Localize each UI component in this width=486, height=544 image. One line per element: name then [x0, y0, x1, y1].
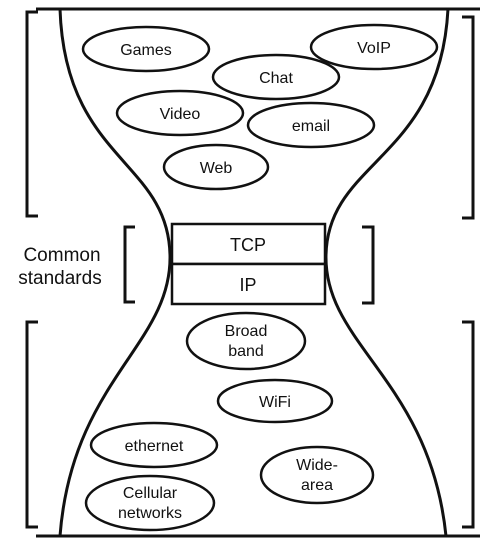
widearea-ellipse — [259, 445, 375, 505]
cellular-label-line1: Cellular — [123, 485, 178, 502]
video-ellipse — [115, 89, 245, 137]
wifi-label: WiFi — [259, 394, 291, 411]
voip-label: VoIP — [357, 40, 391, 57]
left-lower-bracket — [25, 320, 38, 529]
cellular-label-line2: networks — [118, 505, 182, 522]
video-label: Video — [160, 106, 201, 123]
web-ellipse — [162, 143, 270, 191]
games-ellipse — [81, 25, 211, 73]
broadband-label-line1: Broad — [225, 323, 268, 340]
chat-ellipse — [211, 53, 341, 101]
right-upper-bracket — [462, 15, 475, 220]
right-middle-bracket — [362, 225, 375, 305]
ethernet-ellipse — [89, 421, 219, 469]
broadband-ellipse — [185, 311, 307, 371]
cellular-ellipse — [84, 474, 216, 532]
ip-box — [170, 262, 327, 306]
email-ellipse — [246, 101, 376, 149]
left-upper-bracket — [25, 10, 38, 218]
wifi-ellipse — [216, 378, 334, 424]
hourglass-left-outline — [58, 8, 172, 537]
widearea-label-line1: Wide- — [296, 457, 338, 474]
ip-label: IP — [239, 275, 256, 295]
games-label: Games — [120, 42, 172, 59]
widearea-label-line2: area — [301, 477, 333, 494]
broadband-label-line2: band — [228, 343, 264, 360]
left-middle-bracket — [123, 225, 135, 304]
common-standards-label-line1: Common — [23, 245, 100, 266]
chat-label: Chat — [259, 70, 293, 87]
voip-ellipse — [309, 23, 439, 71]
email-label: email — [292, 118, 330, 135]
tcp-box — [170, 222, 327, 266]
web-label: Web — [200, 160, 233, 177]
right-lower-bracket — [462, 320, 475, 529]
tcp-label: TCP — [230, 235, 266, 255]
ethernet-label: ethernet — [125, 438, 184, 455]
common-standards-label-line2: standards — [18, 268, 101, 289]
